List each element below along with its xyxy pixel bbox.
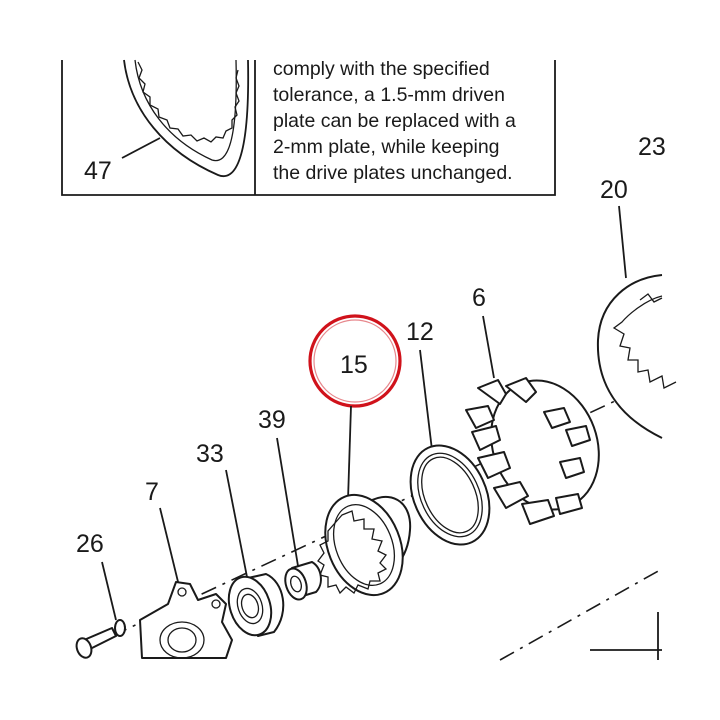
callout-39: 39 bbox=[258, 406, 286, 434]
callout-7: 7 bbox=[145, 478, 159, 506]
leader-39 bbox=[276, 437, 299, 567]
callout-33: 33 bbox=[196, 440, 224, 468]
note-line: tolerance, a 1.5-mm driven bbox=[273, 84, 505, 106]
callout-12: 12 bbox=[406, 318, 434, 346]
highlight-circle bbox=[308, 314, 402, 408]
leader-6 bbox=[482, 315, 495, 379]
callout-15: 15 bbox=[340, 351, 368, 379]
callout-26: 26 bbox=[76, 530, 104, 558]
leader-33 bbox=[225, 469, 249, 583]
callout-23: 23 bbox=[638, 133, 666, 161]
leader-15 bbox=[347, 405, 352, 501]
callout-20: 20 bbox=[600, 176, 628, 204]
note-text: comply with the specified tolerance, a 1… bbox=[273, 58, 516, 184]
lower-axis bbox=[499, 569, 661, 661]
screw-26 bbox=[75, 619, 126, 659]
clutch-plate-20 bbox=[596, 274, 677, 439]
bearing-33 bbox=[227, 573, 285, 637]
thrust-bearing-12 bbox=[409, 444, 491, 546]
note-line: the drive plates unchanged. bbox=[273, 162, 513, 184]
pressure-flange-7 bbox=[139, 581, 233, 659]
note-line: plate can be replaced with a bbox=[273, 110, 516, 132]
leader-7 bbox=[159, 507, 181, 591]
bush-15 bbox=[317, 493, 412, 597]
pressure-plate-6 bbox=[465, 377, 600, 525]
note-box bbox=[61, 60, 556, 196]
leader-26 bbox=[101, 561, 117, 621]
callout-6: 6 bbox=[472, 284, 486, 312]
bearing-39 bbox=[284, 561, 322, 601]
note-line: 2-mm plate, while keeping bbox=[273, 136, 500, 158]
note-line: comply with the specified bbox=[273, 58, 490, 80]
leader-12 bbox=[419, 349, 433, 451]
clutch-plate-47: 47 bbox=[84, 59, 250, 185]
callout-47: 47 bbox=[84, 157, 112, 185]
leader-20 bbox=[618, 205, 627, 279]
